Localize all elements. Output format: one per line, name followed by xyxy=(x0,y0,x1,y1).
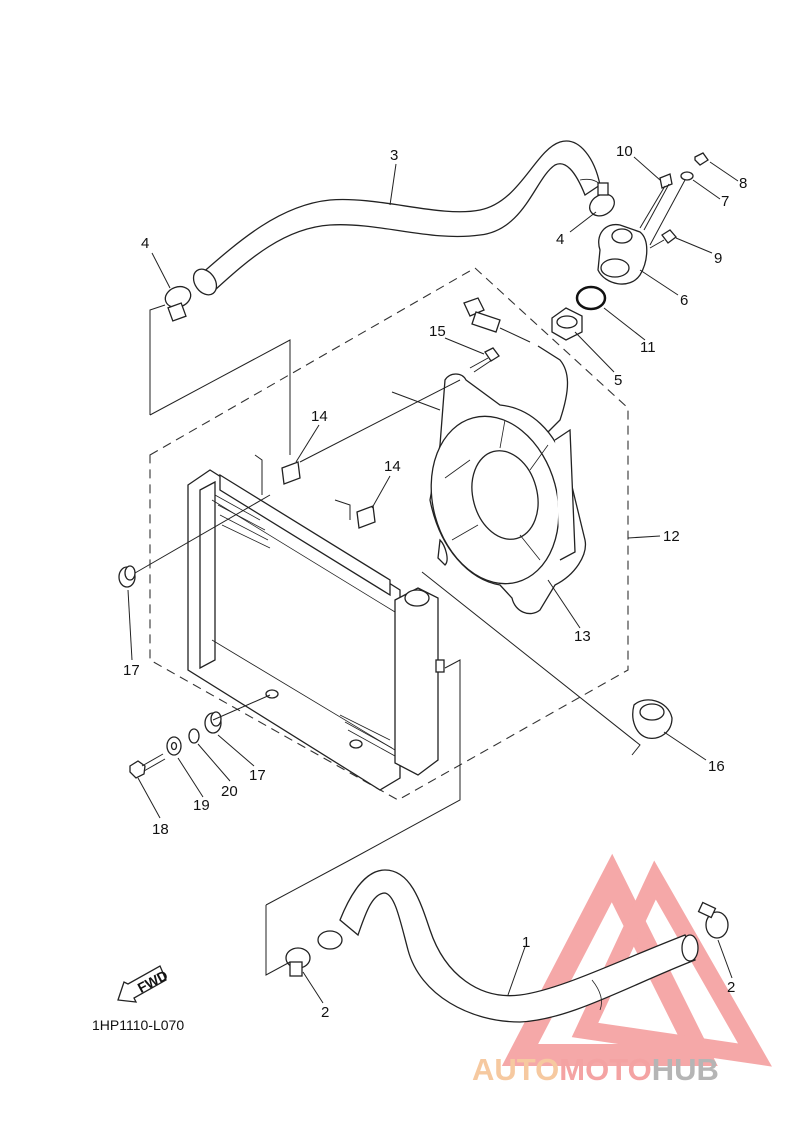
fan-connector-wire xyxy=(463,297,569,433)
callout-14-upper: 14 xyxy=(311,408,328,425)
watermark-moto: MOTO xyxy=(559,1052,651,1087)
callout-15: 15 xyxy=(429,323,446,340)
lower-hose xyxy=(317,869,699,1023)
callout-17-left: 17 xyxy=(123,662,140,679)
clamp-2-left xyxy=(285,947,311,977)
callout-11: 11 xyxy=(640,339,656,356)
watermark-text: AUTOMOTOHUB xyxy=(472,1052,719,1087)
callout-16: 16 xyxy=(708,758,725,775)
callout-7: 7 xyxy=(721,193,729,210)
callout-10: 10 xyxy=(616,143,633,160)
grommet-17-left xyxy=(118,565,136,588)
bolt-9 xyxy=(649,229,677,249)
bolt-8 xyxy=(694,152,709,166)
o-ring xyxy=(575,285,607,311)
callout-14-lower: 14 xyxy=(384,458,401,475)
callout-4-right: 4 xyxy=(556,231,564,248)
drawing-code: 1HP1110-L070 xyxy=(92,1017,184,1033)
callout-20: 20 xyxy=(221,783,238,800)
callout-4-left: 4 xyxy=(141,235,149,252)
nut-14-lower xyxy=(356,505,376,529)
callout-12: 12 xyxy=(663,528,680,545)
callout-8: 8 xyxy=(739,175,747,192)
thermostat xyxy=(551,307,583,341)
thermostat-housing xyxy=(597,223,648,285)
washer-7 xyxy=(649,171,694,246)
callout-17-lower: 17 xyxy=(249,767,266,784)
fan-assembly xyxy=(429,373,587,615)
bolt-18 xyxy=(129,753,166,779)
callout-3: 3 xyxy=(390,147,398,164)
clamp-4-right xyxy=(589,182,615,217)
bolt-10 xyxy=(639,173,673,231)
callout-2-right: 2 xyxy=(727,979,735,996)
clamp-4-left xyxy=(164,285,192,322)
callout-6: 6 xyxy=(680,292,688,309)
radiator xyxy=(187,469,445,791)
bolt-15 xyxy=(469,347,500,373)
washer-19 xyxy=(166,736,182,756)
callout-2-left: 2 xyxy=(321,1004,329,1021)
callout-13: 13 xyxy=(574,628,591,645)
fwd-arrow-icon: FWD xyxy=(117,965,170,1003)
callout-5: 5 xyxy=(614,372,622,389)
callout-9: 9 xyxy=(714,250,722,267)
radiator-cap xyxy=(632,699,673,739)
nut-14-upper xyxy=(281,461,301,485)
callout-18: 18 xyxy=(152,821,169,838)
leader-lines xyxy=(127,156,739,1004)
watermark-hub: HUB xyxy=(652,1052,719,1087)
grommet-17-lower xyxy=(204,711,222,734)
collar-20 xyxy=(188,728,200,744)
clamp-2-right xyxy=(697,901,729,939)
callout-1: 1 xyxy=(522,934,530,951)
assembly-dashed-outline xyxy=(149,267,629,801)
watermark-auto: AUTO xyxy=(472,1052,559,1087)
callout-19: 19 xyxy=(193,797,210,814)
